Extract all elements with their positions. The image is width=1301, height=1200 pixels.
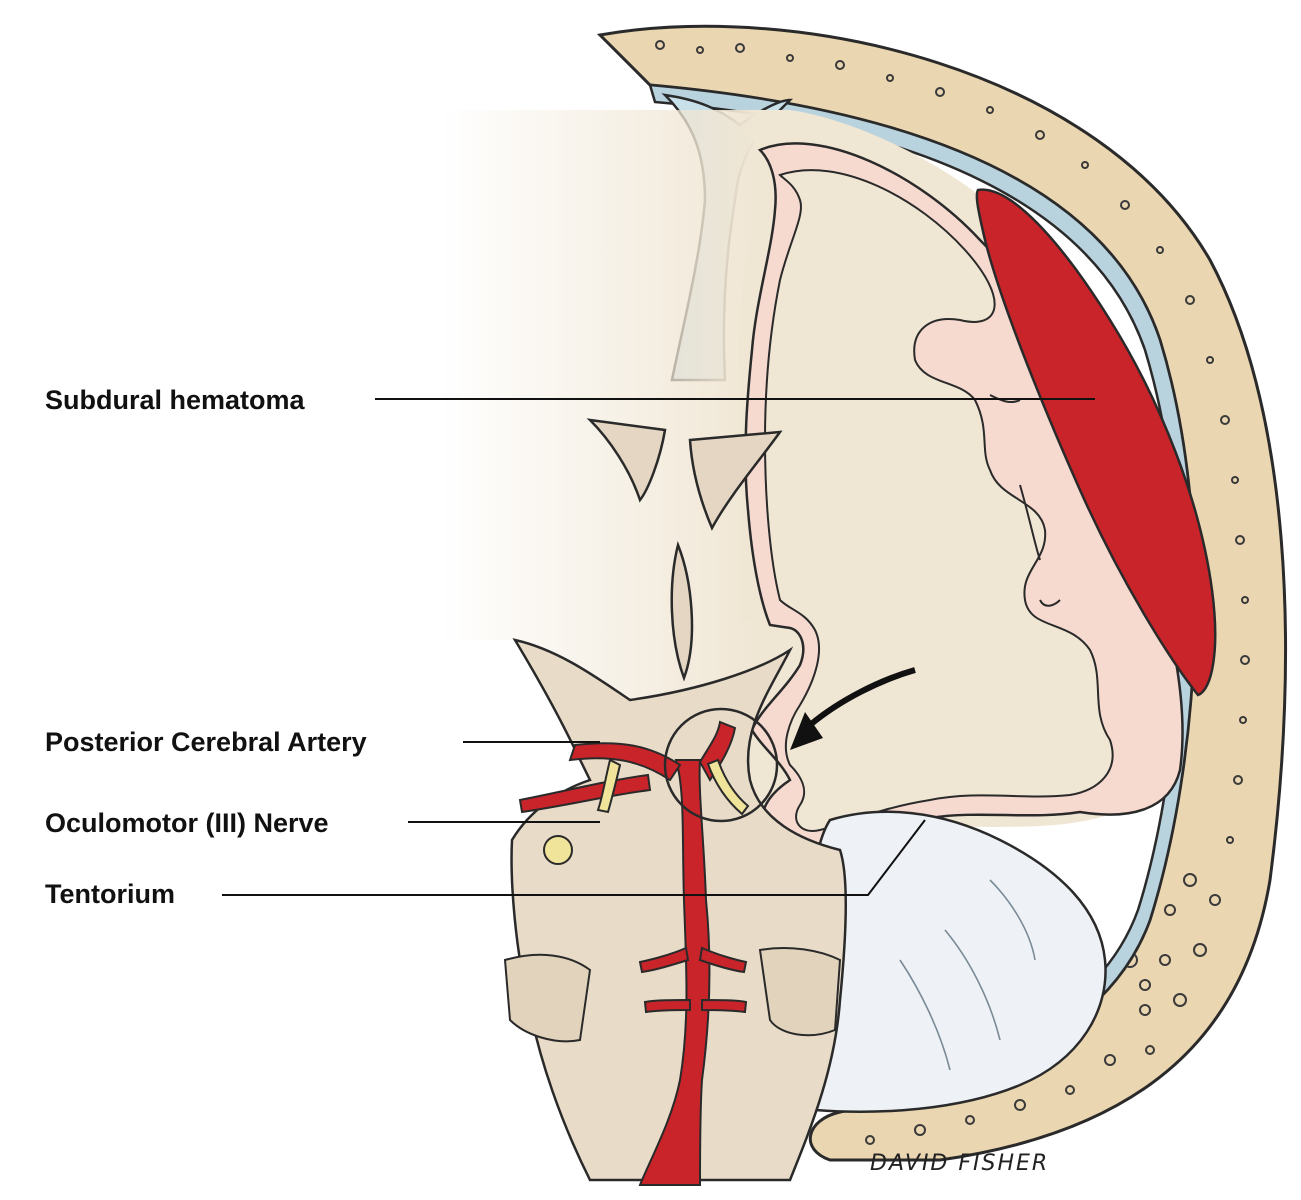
arrow-head xyxy=(790,712,823,750)
herniation-circle xyxy=(663,707,779,823)
skull-marrow-dots xyxy=(655,40,1250,1145)
basilar-artery xyxy=(638,759,711,1186)
sulci xyxy=(989,394,1061,607)
oculomotor-nerves xyxy=(543,758,750,865)
label-subdural-hematoma: Subdural hematoma xyxy=(45,385,306,415)
peduncle-right xyxy=(758,947,842,1037)
branch-4 xyxy=(701,998,748,1014)
branch-2 xyxy=(698,946,748,974)
oculomotor-nerve-left xyxy=(596,758,622,814)
third-ventricle xyxy=(670,540,694,682)
label-posterior-cerebral-artery: Posterior Cerebral Artery xyxy=(45,727,367,757)
oculomotor-nerve-cross-section xyxy=(543,835,573,865)
lateral-ventricle-left xyxy=(586,418,667,503)
oculomotor-nerve-right xyxy=(706,758,750,816)
subdural-hematoma xyxy=(975,188,1217,697)
tentorium-folds xyxy=(899,879,1036,1071)
lateral-ventricle-right xyxy=(688,430,783,531)
artist-signature: DAVID FISHER xyxy=(870,1151,1049,1176)
branch-1 xyxy=(638,946,690,974)
arterial-system xyxy=(518,720,748,1186)
label-tentorium: Tentorium xyxy=(45,879,175,909)
leader-tentorium xyxy=(222,819,926,896)
midbrain xyxy=(510,638,847,1182)
label-oculomotor-nerve: Oculomotor (III) Nerve xyxy=(45,808,329,838)
herniation-arrow xyxy=(808,667,916,728)
branch-3 xyxy=(643,998,691,1014)
posterior-cerebral-artery-left xyxy=(568,742,682,782)
white-matter xyxy=(763,169,1114,832)
peduncle-left xyxy=(503,953,592,1043)
